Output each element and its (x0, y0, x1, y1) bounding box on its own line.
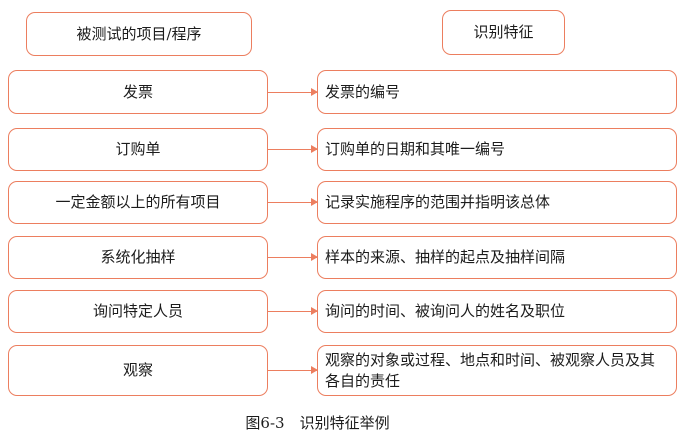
header-box-items-tested: 被测试的项目/程序 (26, 12, 252, 56)
header-box-identifying-features: 识别特征 (442, 10, 565, 55)
figure-caption: 图6-3 识别特征举例 (245, 414, 390, 432)
feature-box: 样本的来源、抽样的起点及抽样间隔 (317, 236, 677, 279)
right-arrow-icon (268, 145, 318, 154)
item-box: 订购单 (8, 128, 268, 171)
feature-box: 发票的编号 (317, 70, 677, 114)
feature-box: 记录实施程序的范围并指明该总体 (317, 181, 677, 224)
item-box: 系统化抽样 (8, 236, 268, 279)
right-arrow-icon (268, 307, 318, 316)
right-arrow-icon (268, 88, 318, 97)
item-box: 一定金额以上的所有项目 (8, 181, 268, 224)
feature-box: 观察的对象或过程、地点和时间、被观察人员及其各自的责任 (317, 345, 677, 396)
right-arrow-icon (268, 366, 318, 375)
feature-box: 询问的时间、被询问人的姓名及职位 (317, 290, 677, 333)
feature-box: 订购单的日期和其唯一编号 (317, 128, 677, 171)
right-arrow-icon (268, 198, 318, 207)
item-box: 询问特定人员 (8, 290, 268, 333)
right-arrow-icon (268, 253, 318, 262)
item-box: 发票 (8, 70, 268, 114)
item-box: 观察 (8, 345, 268, 396)
